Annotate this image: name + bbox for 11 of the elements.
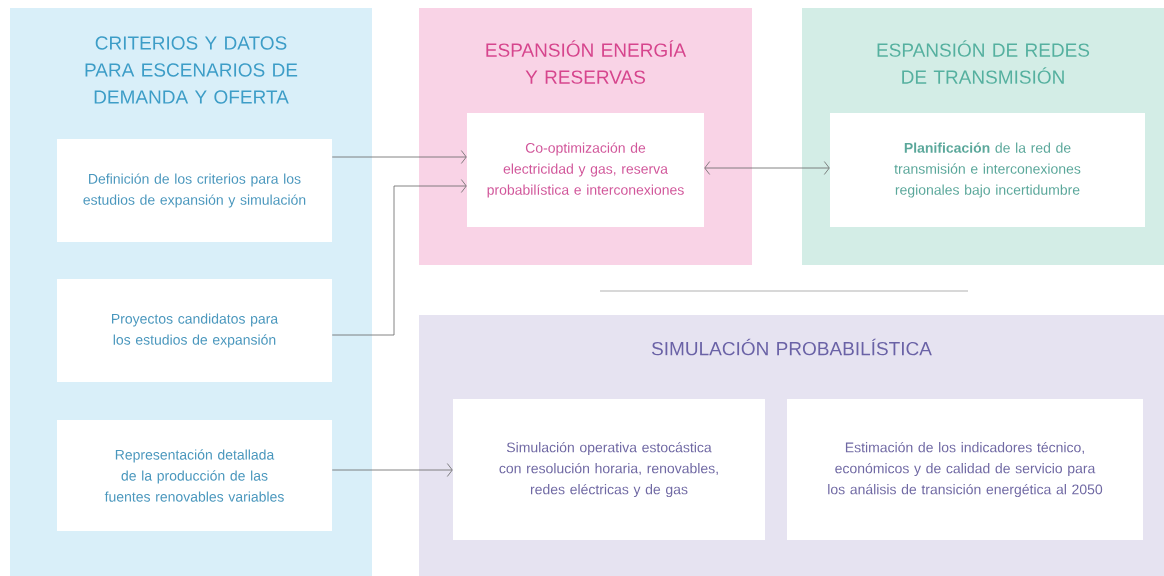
process-box: Co-optimización de electricidad y gas, reserva probabilística e interconexiones: [467, 113, 704, 227]
process-box: Planificación de la red de transmisión e interconexiones regionales bajo incertidumbre: [830, 113, 1145, 227]
arrow: [331, 179, 467, 336]
process-box: Proyectos candidatos para los estudios de expansión: [57, 279, 332, 382]
arrow: [331, 463, 453, 477]
process-box: Definición de los criterios para los estudios de expansión y simulación: [57, 139, 332, 242]
arrow: [704, 161, 830, 175]
process-box: Estimación de los indicadores técnico, económicos y de calidad de servicio para los análisis de transición energética al 2050: [787, 399, 1143, 540]
process-box: Representación detallada de la producción de las fuentes renovables variables: [57, 420, 332, 531]
process-box: Simulación operativa estocástica con resolución horaria, renovables, redes eléctricas y de gas: [453, 399, 765, 540]
arrow: [331, 150, 467, 164]
